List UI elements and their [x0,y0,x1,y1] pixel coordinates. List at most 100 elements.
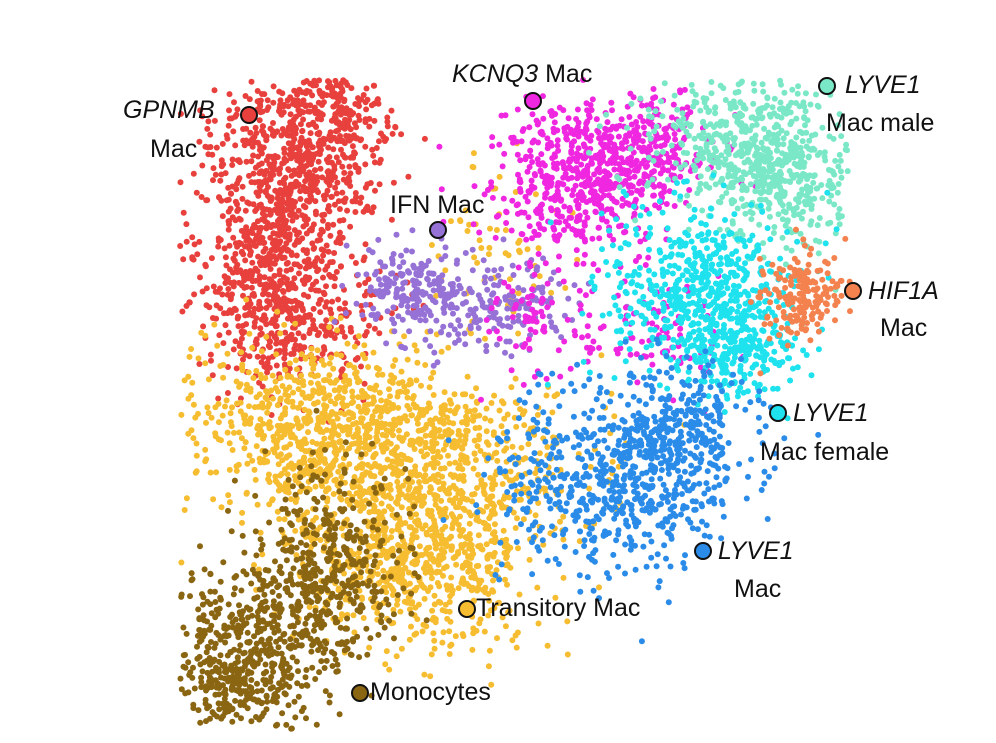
point-transitory [264,396,271,403]
point-ifn [565,295,572,302]
point-transitory [356,444,363,451]
point-transitory [471,407,478,414]
point-transitory [339,427,346,434]
point-transitory [526,556,533,563]
point-monocytes [200,633,206,640]
point-gpnmb [247,268,254,274]
point-monocytes [180,663,187,670]
point-gpnmb [231,305,238,312]
point-transitory [486,647,493,654]
point-ifn [399,271,406,278]
point-gpnmb [319,174,326,181]
point-ifn [384,308,391,315]
point-monocytes [201,617,208,624]
point-gpnmb [342,300,349,307]
point-transitory [329,409,335,415]
point-gpnmb [341,154,348,160]
point-monocytes [258,636,265,643]
point-gpnmb [258,359,265,366]
point-transitory [244,460,251,467]
point-gpnmb [371,159,378,166]
point-transitory [480,484,487,491]
point-gpnmb [225,184,232,191]
point-kcnq3 [569,192,576,199]
point-gpnmb [305,175,312,182]
point-transitory [427,584,434,591]
point-transitory [439,433,446,440]
point-gpnmb [331,163,338,169]
point-transitory [475,471,482,478]
point-transitory [455,550,462,557]
point-transitory [288,373,294,380]
point-gpnmb [356,117,363,123]
point-ifn [472,305,479,312]
point-gpnmb [299,89,306,96]
point-gpnmb [323,317,330,324]
point-monocytes [266,519,273,526]
point-gpnmb [328,194,335,200]
point-ifn [494,341,500,348]
point-kcnq3 [534,156,541,163]
point-monocytes [238,616,245,623]
point-gpnmb [225,196,232,203]
point-monocytes [282,496,289,503]
point-gpnmb [246,242,253,249]
point-monocytes [329,663,336,669]
point-gpnmb [243,158,250,165]
point-gpnmb [257,305,264,312]
point-gpnmb [270,292,277,299]
point-ifn [403,247,410,254]
point-transitory [341,388,348,395]
point-monocytes [352,561,359,568]
point-monocytes [265,637,272,644]
point-transitory [281,516,288,523]
point-transitory [501,447,508,454]
point-gpnmb [199,288,206,295]
point-gpnmb [203,285,210,292]
point-gpnmb [329,88,336,94]
point-transitory [227,419,234,426]
point-ifn [491,267,498,274]
point-gpnmb [264,369,271,376]
point-transitory [475,532,482,539]
point-ifn [410,290,417,297]
point-transitory [448,544,455,551]
point-transitory [181,377,188,384]
point-gpnmb [199,162,206,169]
point-monocytes [320,494,327,501]
point-monocytes [332,619,339,626]
point-ifn [467,288,474,295]
point-monocytes [207,601,214,608]
point-gpnmb [215,235,222,242]
point-monocytes [270,695,277,702]
point-transitory [336,393,342,400]
point-gpnmb [303,249,310,256]
point-transitory [451,410,458,417]
point-monocytes [278,570,285,577]
point-gpnmb [313,211,319,218]
point-gpnmb [223,262,230,269]
point-transitory [407,469,414,476]
point-gpnmb [310,82,317,89]
point-monocytes [215,700,222,707]
point-gpnmb [363,85,370,92]
point-ifn [399,316,406,323]
point-monocytes [396,547,402,554]
point-gpnmb [240,356,246,363]
point-transitory [359,596,365,603]
point-transitory [474,443,481,450]
point-monocytes [362,556,369,563]
point-transitory [440,629,447,636]
point-ifn [515,284,522,291]
point-transitory [439,639,446,646]
point-monocytes [243,620,250,627]
point-gpnmb [299,128,306,135]
point-kcnq3 [489,194,496,201]
point-gpnmb [299,212,306,219]
point-gpnmb [338,137,345,144]
point-gpnmb [267,234,274,241]
point-monocytes [281,630,288,637]
point-gpnmb [271,272,278,279]
point-transitory [452,633,459,640]
point-transitory [406,580,413,587]
